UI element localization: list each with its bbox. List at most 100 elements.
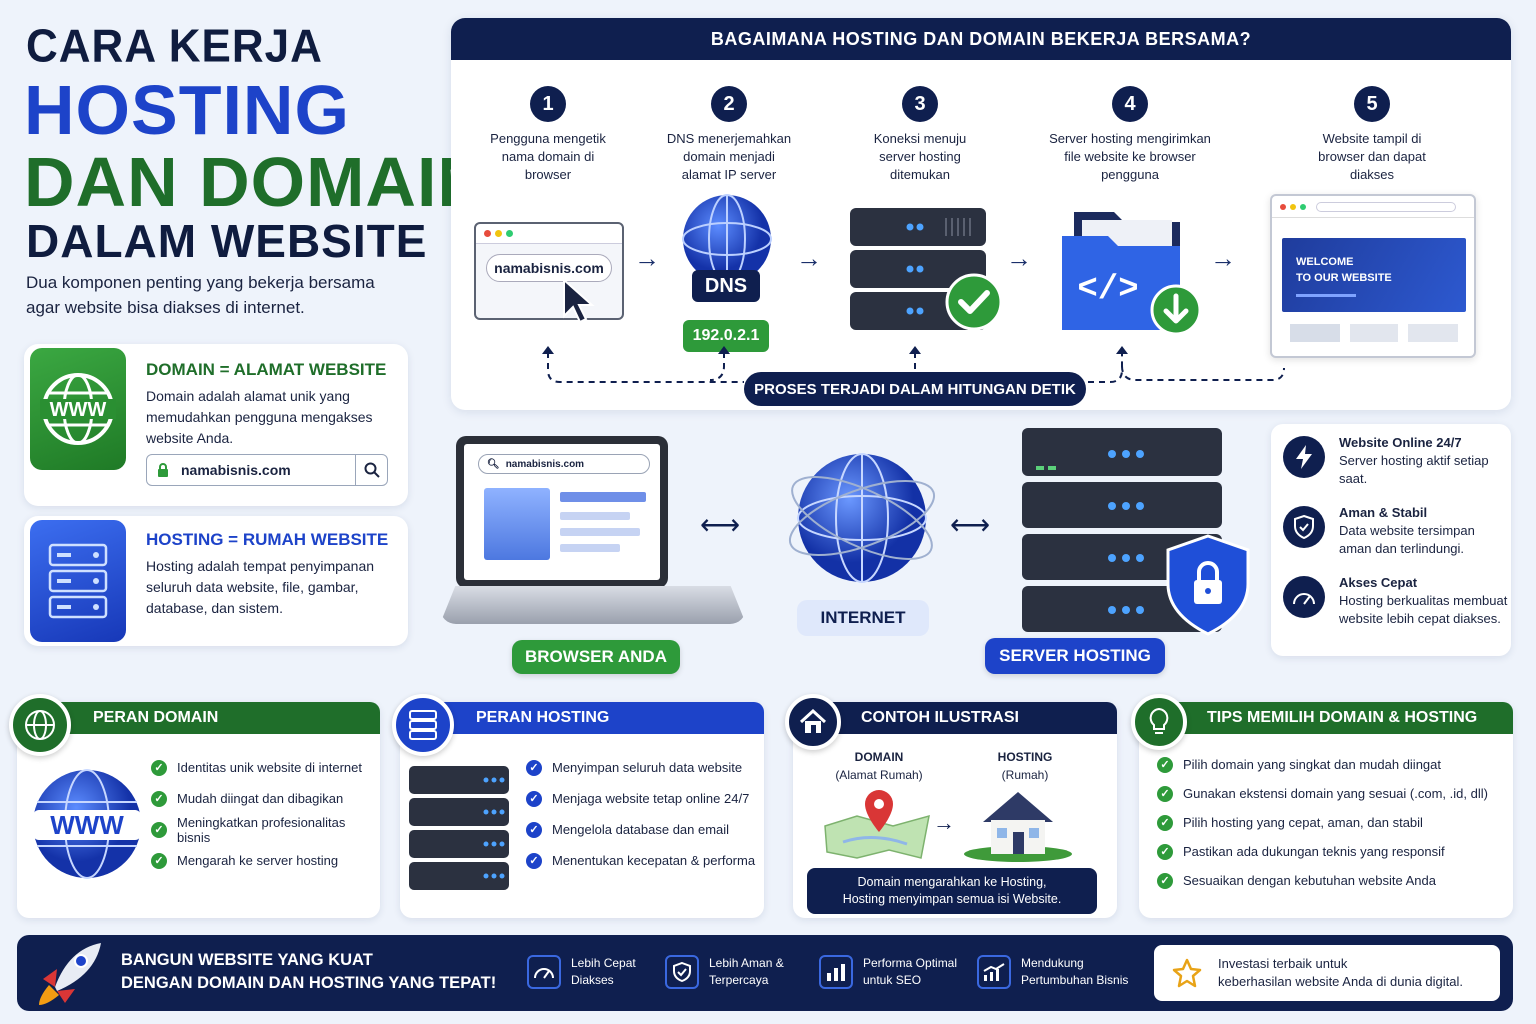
hosting-heading: HOSTING = RUMAH WEBSITE <box>146 530 389 549</box>
title-domain: DAN DOMAIN <box>24 143 489 221</box>
arrow-both-icon: ⟷ <box>700 509 741 540</box>
step-4: 4 Server hosting mengirimkan file websit… <box>1020 86 1240 184</box>
www-text: WWW <box>50 399 107 421</box>
list-item: ✓Meningkatkan profesionalitas bisnis <box>151 814 380 845</box>
title-line-4: DALAM WEBSITE <box>26 215 428 267</box>
peran-hosting-list: ✓Menyimpan seluruh data website ✓Menjaga… <box>526 752 755 876</box>
step-2-number: 2 <box>711 86 747 122</box>
list-item: ✓Pilih hosting yang cepat, aman, dan sta… <box>1157 808 1488 837</box>
lightning-icon <box>1283 436 1325 478</box>
internet-label: INTERNET <box>797 600 929 636</box>
shield-check-icon <box>665 955 699 989</box>
feature-title: Akses Cepat <box>1339 575 1418 590</box>
domain-search-field[interactable]: namabisnis.com <box>146 454 388 486</box>
feature-title: Aman & Stabil <box>1339 505 1428 520</box>
lock-icon <box>157 463 169 477</box>
globe-icon <box>9 694 71 756</box>
peran-domain-card: PERAN DOMAIN WWW ✓Identitas unik website… <box>9 694 380 918</box>
internet-globe-icon <box>784 448 940 588</box>
browser-url: namabisnis.com <box>486 254 612 282</box>
shield-check-icon <box>1283 506 1325 548</box>
contoh-caption-1: Domain mengarahkan ke Hosting, <box>857 875 1047 889</box>
subtitle: Dua komponen penting yang bekerja bersam… <box>26 273 375 317</box>
globe-www-icon: WWW <box>30 348 126 470</box>
contoh-caption-2: Hosting menyimpan semua isi Website. <box>842 892 1062 906</box>
growth-chart-icon <box>977 955 1011 989</box>
tips-card: TIPS MEMILIH DOMAIN & HOSTING ✓Pilih dom… <box>1131 694 1513 918</box>
step-1-number: 1 <box>530 86 566 122</box>
server-icon <box>392 694 454 756</box>
browser-window-illustration: namabisnis.com <box>474 222 624 324</box>
step-5: 5 Website tampil di browser dan dapat di… <box>1262 86 1482 184</box>
server-rack-shield-icon <box>1020 424 1256 640</box>
arrow-right-icon: → <box>1006 243 1032 273</box>
feature-text: Data website tersimpan aman dan terlindu… <box>1339 523 1475 556</box>
step-4-text: Server hosting mengirimkan file website … <box>1049 131 1211 182</box>
footer-item-aman: Lebih Aman &Terpercaya <box>665 955 784 989</box>
step-3-number: 3 <box>902 86 938 122</box>
dashed-connector <box>542 346 1285 383</box>
step-1-text: Pengguna mengetik nama domain di browser <box>490 131 606 182</box>
list-item: ✓Menjaga website tetap online 24/7 <box>526 783 755 814</box>
investasi-line-2: keberhasilan website Anda di dunia digit… <box>1218 974 1464 989</box>
domain-text: Domain adalah alamat unik yang memudahka… <box>146 388 373 446</box>
step-4-number: 4 <box>1112 86 1148 122</box>
arrow-right-icon: → <box>634 243 660 273</box>
arrow-right-icon: → <box>933 810 955 835</box>
server-icon <box>30 520 126 642</box>
arrow-right-icon: → <box>796 243 822 273</box>
tips-list: ✓Pilih domain yang singkat dan mudah dii… <box>1157 750 1488 895</box>
contoh-domain-label: DOMAIN <box>854 750 904 764</box>
feature-text: Server hosting aktif setiap saat. <box>1339 453 1489 486</box>
list-item: ✓Sesuaikan dengan kebutuhan website Anda <box>1157 866 1488 895</box>
hosting-card: HOSTING = RUMAH WEBSITE Hosting adalah t… <box>24 516 408 646</box>
contoh-domain-sub: (Alamat Rumah) <box>835 768 923 782</box>
feature-text: Hosting berkualitas membuat website lebi… <box>1339 593 1508 626</box>
peran-domain-list: ✓Identitas unik website di internet ✓Mud… <box>151 752 380 876</box>
footer-headline-2: DENGAN DOMAIN DAN HOSTING YANG TEPAT! <box>121 974 497 992</box>
welcome-line-2: TO OUR WEBSITE <box>1296 272 1392 284</box>
peran-domain-heading: PERAN DOMAIN <box>17 702 380 734</box>
step-2: 2 DNS menerjemahkan domain menjadi alama… <box>619 86 839 184</box>
domain-search-value: namabisnis.com <box>181 462 291 478</box>
tips-heading: TIPS MEMILIH DOMAIN & HOSTING <box>1139 702 1513 734</box>
laptop-base <box>440 586 746 624</box>
welcome-line-1: WELCOME <box>1296 256 1354 268</box>
flow-header: BAGAIMANA HOSTING DAN DOMAIN BEKERJA BER… <box>451 18 1511 60</box>
contoh-ilustrasi-card: CONTOH ILUSTRASI DOMAIN (Alamat Rumah) H… <box>785 694 1117 918</box>
search-icon: 🔍︎ <box>487 458 500 470</box>
speedometer-icon <box>527 955 561 989</box>
list-item: ✓Identitas unik website di internet <box>151 752 380 783</box>
svg-text:WWW: WWW <box>50 810 124 840</box>
contoh-hosting-sub: (Rumah) <box>1001 768 1049 782</box>
rocket-icon <box>35 939 105 1007</box>
star-icon <box>1172 958 1202 988</box>
laptop-illustration: 🔍︎ namabisnis.com <box>456 436 668 588</box>
speedometer-icon <box>1283 576 1325 618</box>
list-item: ✓Menentukan kecepatan & performa <box>526 845 755 876</box>
server-hosting-label: SERVER HOSTING <box>985 638 1165 674</box>
house-icon <box>785 694 841 750</box>
house-illustration-icon <box>963 782 1073 862</box>
svg-text:</>: </> <box>1077 271 1138 309</box>
list-item: ✓Mengelola database dan email <box>526 814 755 845</box>
hosting-text: Hosting adalah tempat penyimpanan seluru… <box>146 558 375 616</box>
step-5-text: Website tampil di browser dan dapat diak… <box>1318 131 1426 182</box>
title-hosting: HOSTING <box>24 71 350 149</box>
feature-title: Website Online 24/7 <box>1339 435 1462 450</box>
website-preview-illustration: WELCOME TO OUR WEBSITE <box>1270 194 1476 358</box>
laptop-url: namabisnis.com <box>505 458 585 470</box>
search-icon[interactable] <box>355 455 387 485</box>
contoh-hosting-label: HOSTING <box>997 750 1053 764</box>
footer-headline-1: BANGUN WEBSITE YANG KUAT <box>121 951 373 969</box>
list-item: ✓Mengarah ke server hosting <box>151 845 380 876</box>
list-item: ✓Gunakan ekstensi domain yang sesuai (.c… <box>1157 779 1488 808</box>
step-3-text: Koneksi menuju server hosting ditemukan <box>873 131 967 182</box>
step-1: 1 Pengguna mengetik nama domain di brows… <box>438 86 658 184</box>
step-5-number: 5 <box>1354 86 1390 122</box>
